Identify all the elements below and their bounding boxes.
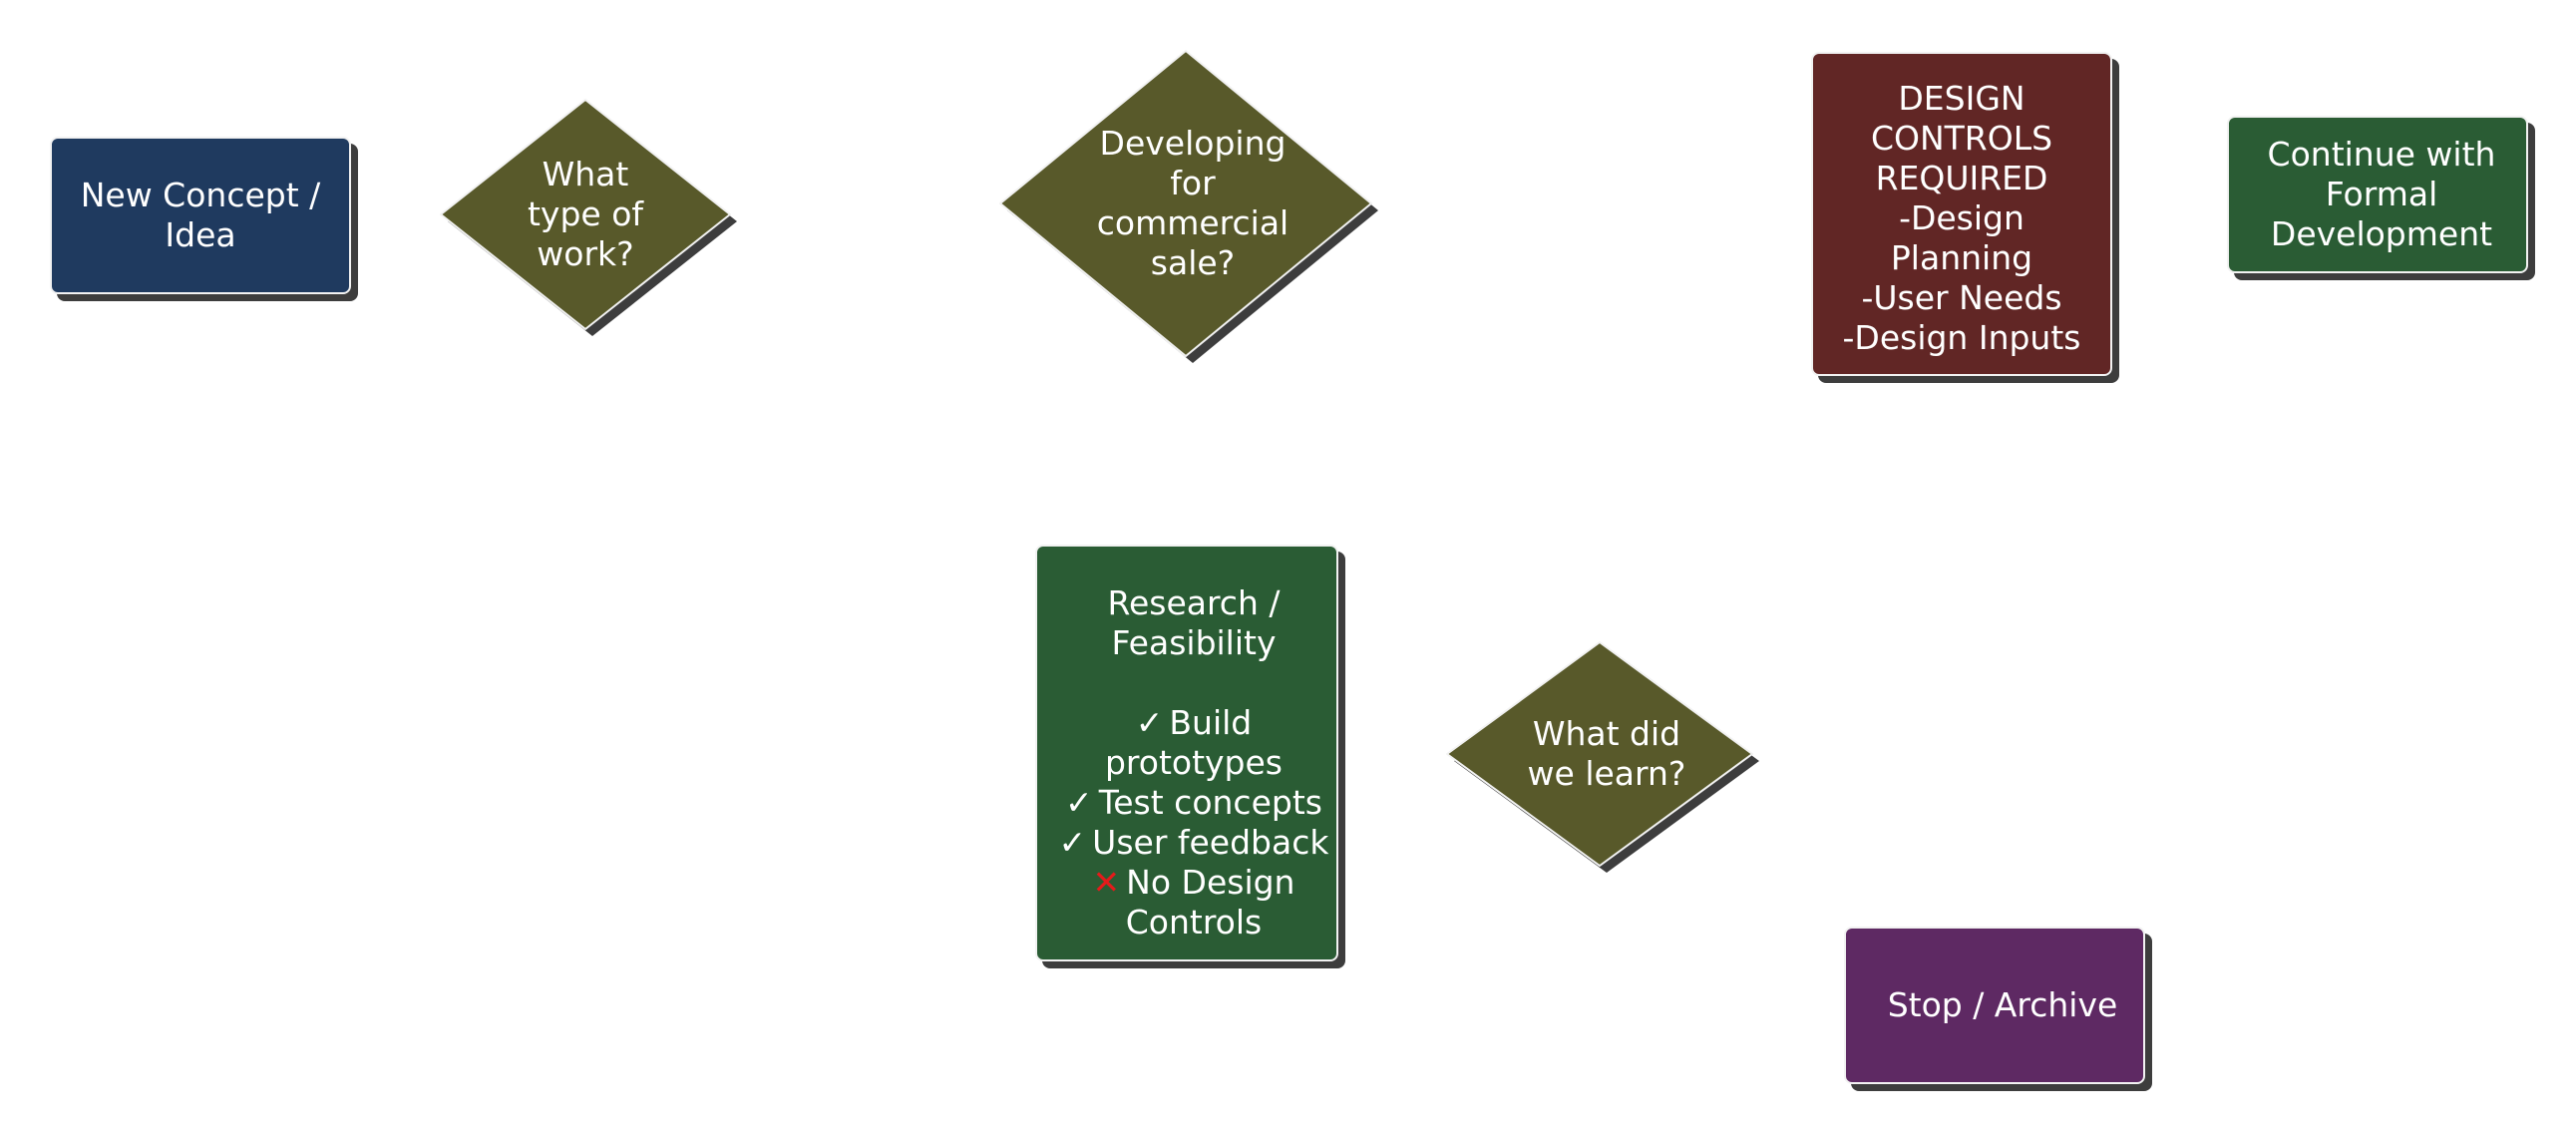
research-item-test-concepts: ✓Test concepts [1065, 783, 1322, 823]
node-commercial[interactable]: Developing for commercial sale? [999, 50, 1378, 363]
check-icon: ✓ [1065, 783, 1093, 822]
connector-stub [1344, 752, 1356, 755]
research-content: Research / Feasibility ✓Build prototypes… [1045, 564, 1329, 943]
research-item-text: Test concepts [1098, 783, 1322, 822]
research-item-text: prototypes [1104, 743, 1284, 782]
node-design-controls-label: DESIGN CONTROLS REQUIRED -Design Plannin… [1842, 78, 2081, 357]
research-item-controls: Controls [1126, 903, 1262, 943]
node-commercial-label: Developing for commercial sale? [1096, 124, 1289, 282]
research-item-user-feedback: ✓User feedback [1059, 823, 1329, 863]
node-stop-archive[interactable]: Stop / Archive [1844, 927, 2145, 1084]
research-item-no-design: ✕No Design [1093, 863, 1295, 903]
node-stop-archive-label: Stop / Archive [1887, 985, 2118, 1024]
connector-stub [1957, 377, 1963, 383]
research-title-line2: Feasibility [1111, 623, 1277, 662]
research-item-text: Build [1169, 703, 1253, 742]
check-icon: ✓ [1135, 703, 1164, 742]
cross-icon: ✕ [1092, 863, 1121, 902]
check-icon: ✓ [1058, 823, 1087, 862]
node-work-type[interactable]: What type of work? [440, 99, 737, 336]
connector-stub [351, 215, 363, 218]
node-formal-development-label: Continue with Formal Development [2267, 135, 2496, 253]
diamond-shape [1446, 641, 1759, 873]
research-title-line1: Research / [1107, 583, 1281, 622]
connector-stub [2111, 197, 2123, 200]
node-design-controls[interactable]: DESIGN CONTROLS REQUIRED -Design Plannin… [1811, 52, 2112, 376]
node-formal-development[interactable]: Continue with Formal Development [2227, 116, 2528, 273]
research-item-text: No Design [1126, 863, 1295, 902]
node-what-did-we-learn-label: What did we learn? [1527, 714, 1686, 793]
node-what-did-we-learn[interactable]: What did we learn? [1446, 641, 1759, 873]
node-new-concept[interactable]: New Concept / Idea [50, 137, 351, 294]
research-item-text: User feedback [1092, 823, 1329, 862]
research-item-prototypes: prototypes [1105, 743, 1283, 783]
research-item-text: Controls [1125, 903, 1263, 942]
research-item-build: ✓Build [1136, 703, 1253, 743]
diamond-shape [999, 50, 1378, 363]
node-research-feasibility[interactable]: Research / Feasibility ✓Build prototypes… [1035, 545, 1338, 961]
node-work-type-label: What type of work? [527, 155, 643, 273]
node-new-concept-label: New Concept / Idea [80, 176, 321, 254]
diamond-shape [440, 99, 737, 336]
